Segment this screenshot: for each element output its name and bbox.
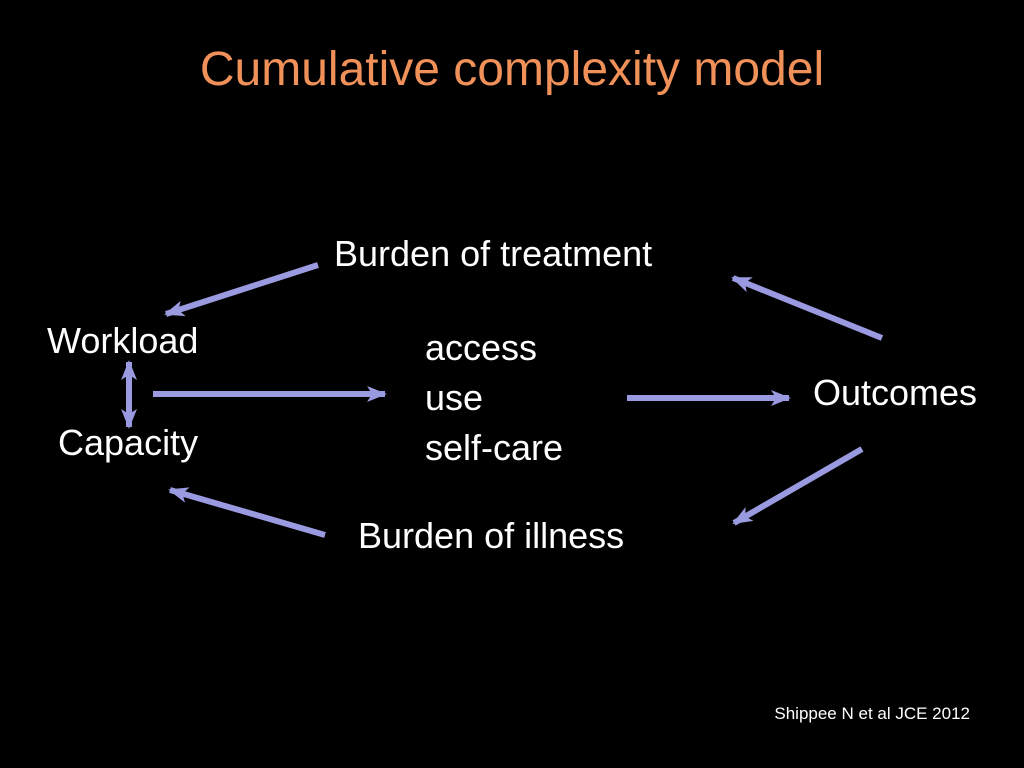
arrow-illness-to-capacity <box>168 487 326 538</box>
activity-self-care: self-care <box>425 427 564 468</box>
workload-label: Workload <box>47 320 199 361</box>
citation: Shippee N et al JCE 2012 <box>774 704 970 723</box>
burden-of-treatment-label: Burden of treatment <box>334 233 653 274</box>
outcomes-label: Outcomes <box>813 372 978 413</box>
activity-use: use <box>425 377 484 418</box>
arrow-outcomes-to-treatment <box>731 275 884 341</box>
slide-title: Cumulative complexity model <box>199 43 825 96</box>
burden-of-illness-label: Burden of illness <box>358 515 625 556</box>
capacity-label: Capacity <box>58 422 199 463</box>
arrow-treatment-to-workload <box>164 262 319 317</box>
arrow-outcomes-to-illness <box>732 446 864 526</box>
activities-list: access use self-care <box>425 323 563 473</box>
activity-access: access <box>425 327 538 368</box>
